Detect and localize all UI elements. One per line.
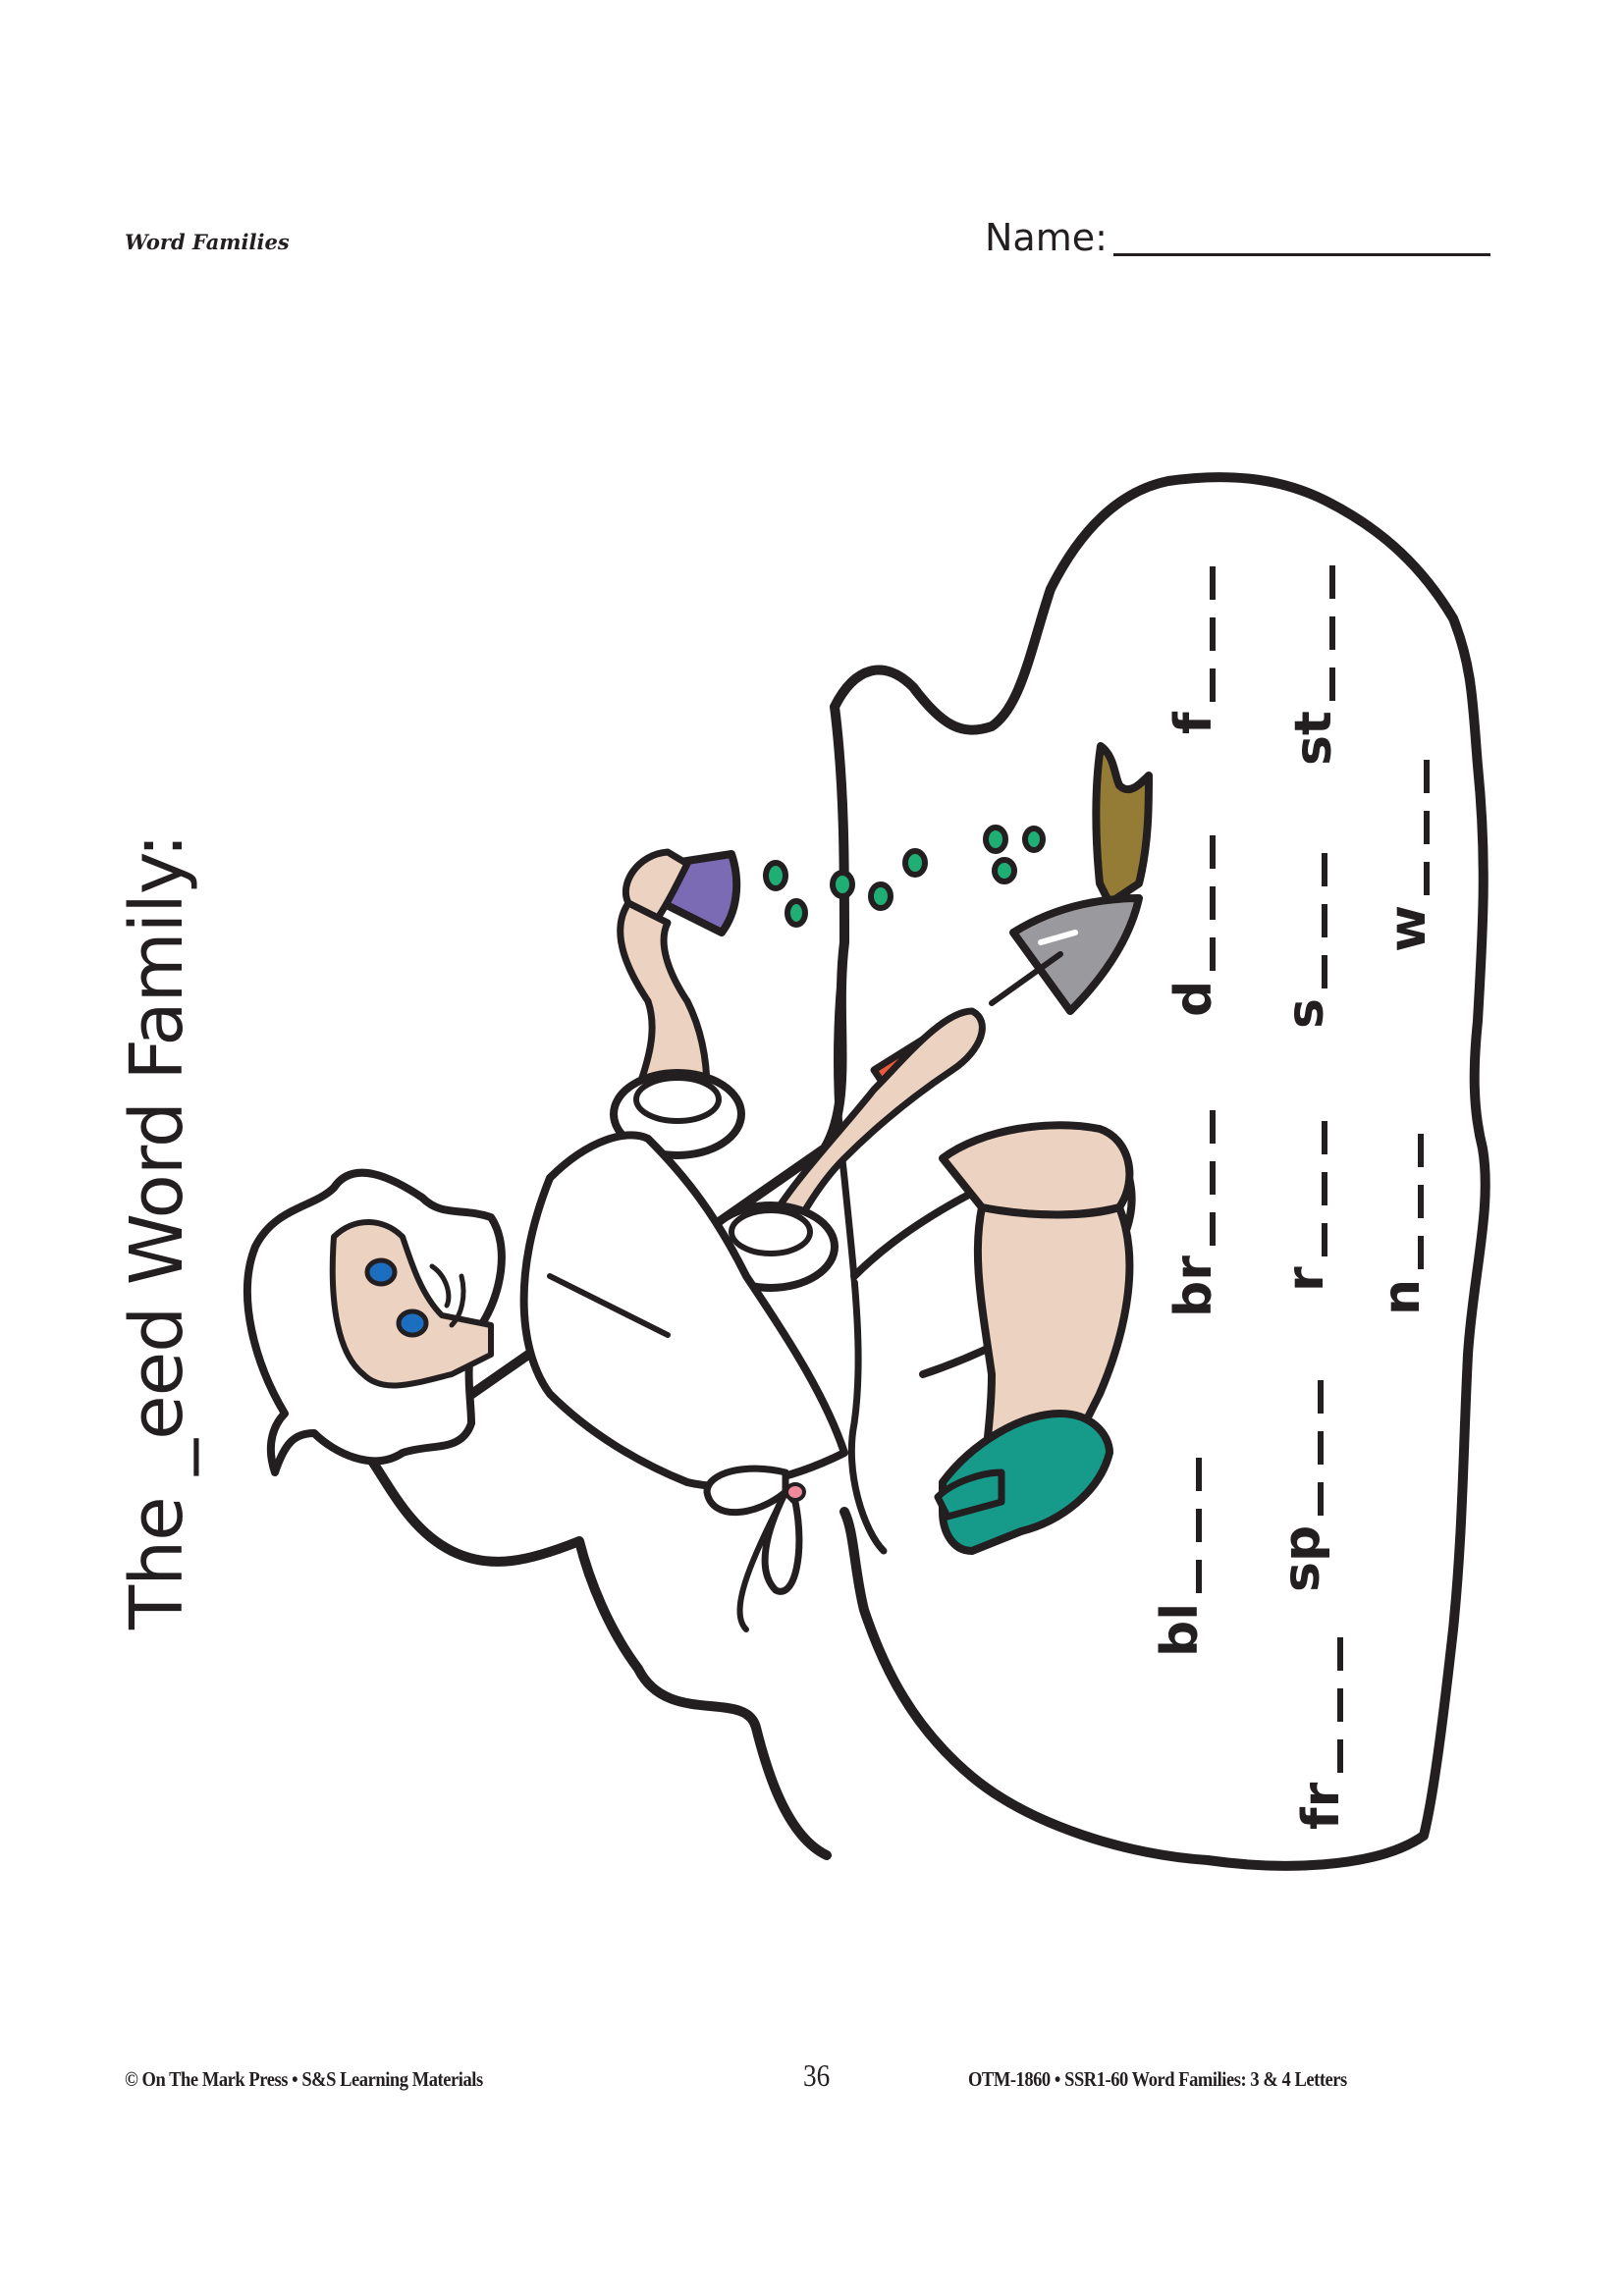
stem-label: sp — [1272, 1524, 1331, 1592]
name-field: Name: — [985, 212, 1490, 256]
answer-blanks[interactable] — [1210, 834, 1216, 971]
word-stem-st[interactable]: st — [1284, 565, 1343, 766]
stem-label: st — [1284, 711, 1343, 766]
word-stem-d[interactable]: d — [1164, 834, 1223, 1017]
shoe — [939, 1410, 1113, 1555]
title-prefix: The _ — [115, 1439, 199, 1629]
word-stem-br[interactable]: br — [1164, 1110, 1223, 1317]
word-stem-bl[interactable]: bl — [1151, 1457, 1210, 1657]
stem-label: w — [1379, 904, 1437, 952]
page-number: 36 — [803, 2057, 831, 2093]
title-family: eed — [115, 1307, 199, 1440]
answer-blanks[interactable] — [1418, 1133, 1424, 1269]
answer-blanks[interactable] — [1322, 853, 1327, 989]
seed-bag — [1092, 742, 1153, 907]
stem-label: fr — [1292, 1782, 1351, 1830]
worksheet-title: The _eed Word Family: — [115, 833, 199, 1629]
section-label: Word Families — [125, 230, 290, 254]
stem-label: d — [1164, 980, 1223, 1017]
word-stem-w[interactable]: w — [1379, 759, 1437, 952]
word-stem-s[interactable]: s — [1276, 853, 1335, 1029]
answer-blanks[interactable] — [1329, 565, 1335, 702]
answer-blanks[interactable] — [1322, 1121, 1327, 1257]
stem-label: f — [1164, 712, 1223, 734]
name-label: Name: — [985, 216, 1108, 259]
title-suffix: Word Family: — [115, 833, 199, 1308]
answer-blanks[interactable] — [1210, 566, 1216, 703]
stem-label: s — [1276, 998, 1335, 1029]
answer-blanks[interactable] — [1318, 1379, 1324, 1516]
word-stem-fr[interactable]: fr — [1292, 1636, 1351, 1830]
answer-blanks[interactable] — [1424, 759, 1430, 895]
stem-label: br — [1164, 1255, 1223, 1317]
word-stem-sp[interactable]: sp — [1272, 1379, 1331, 1592]
cloud-outline — [368, 472, 1490, 1871]
stem-label: n — [1373, 1278, 1432, 1315]
answer-blanks[interactable] — [1337, 1636, 1343, 1773]
stem-label: r — [1276, 1266, 1335, 1292]
footer-copyright: © On The Mark Press • S&S Learning Mater… — [125, 2067, 483, 2091]
trowel-blade — [1009, 894, 1143, 1015]
answer-blanks[interactable] — [1210, 1110, 1216, 1247]
footer-product-code: OTM-1860 • SSR1-60 Word Families: 3 & 4 … — [968, 2067, 1347, 2091]
word-stem-r[interactable]: r — [1276, 1121, 1335, 1292]
dress — [519, 1131, 848, 1490]
word-stem-n[interactable]: n — [1373, 1133, 1432, 1315]
name-input[interactable] — [1112, 212, 1490, 256]
answer-blanks[interactable] — [1196, 1457, 1202, 1593]
apron-bow — [703, 1465, 789, 1517]
stem-label: bl — [1151, 1602, 1210, 1657]
word-stem-f[interactable]: f — [1164, 566, 1223, 734]
